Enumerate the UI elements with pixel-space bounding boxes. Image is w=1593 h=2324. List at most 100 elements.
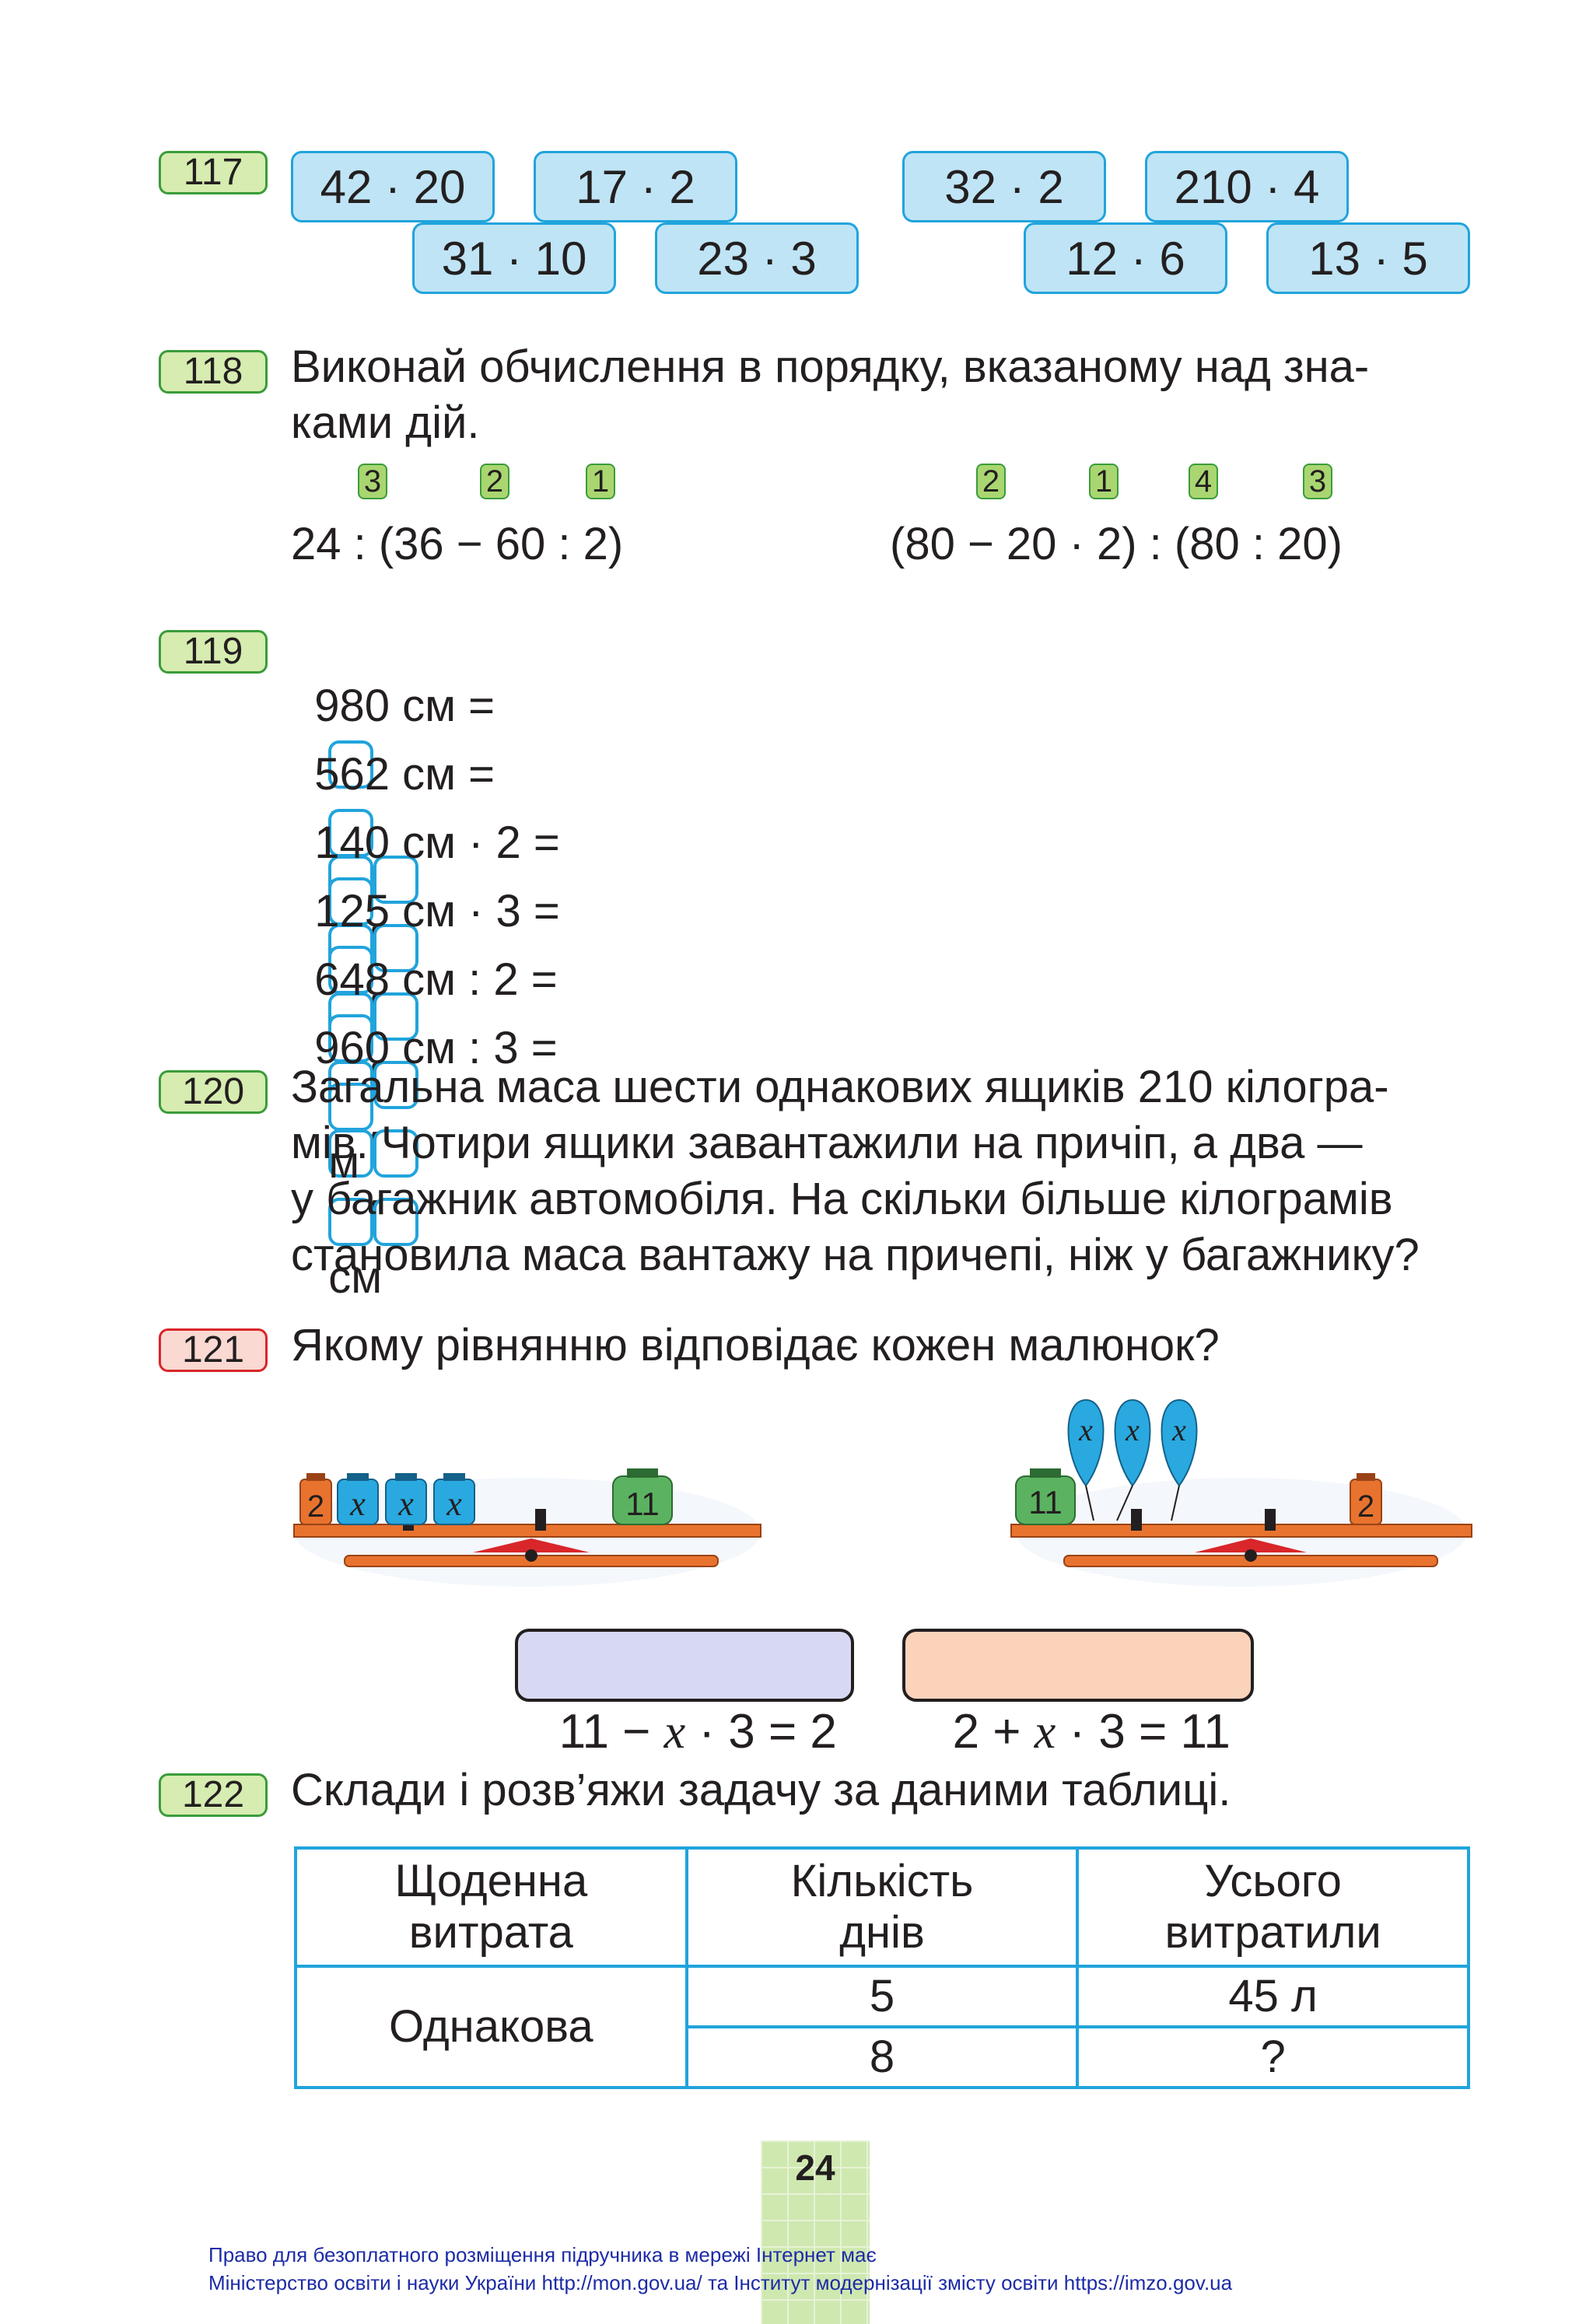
weight-x: x	[385, 1473, 427, 1525]
balloon-x: x	[1161, 1398, 1198, 1521]
weight-label: x	[349, 1485, 366, 1523]
equation-variable: x	[663, 1706, 686, 1759]
page-number: 24	[795, 2147, 835, 2188]
conversion-row: 140 см · 2 = м см	[289, 756, 560, 1097]
conversion-row: 125 см · 3 = м см	[289, 824, 560, 1166]
task-text: мів. Чотири ящики завантажили на причіп,…	[291, 1118, 1363, 1168]
equation-box-1: 11 − x · 3 = 2	[515, 1629, 854, 1759]
header-line: Кількість	[790, 1856, 974, 1906]
equation-box-2: 2 + x · 3 = 11	[902, 1629, 1254, 1759]
footer-line: Право для безоплатного розміщення підруч…	[208, 2243, 877, 2266]
weight-label: x	[397, 1485, 414, 1523]
weight-label: x	[446, 1485, 462, 1523]
answer-box-m[interactable]	[328, 946, 374, 995]
answer-box-cm-ones[interactable]	[373, 1129, 419, 1178]
equation-part: · 3 = 2	[685, 1705, 837, 1759]
equation-part: · 3 = 11	[1056, 1705, 1231, 1759]
expression-box: 210 · 4	[1145, 151, 1349, 222]
weight-11: 11	[612, 1468, 673, 1525]
balloon-label: x	[1078, 1412, 1093, 1447]
answer-box-m[interactable]	[328, 809, 374, 858]
weight-2: 2	[299, 1473, 332, 1525]
conversion-row: 980 см = м см	[289, 619, 495, 961]
balance-scale-2: x x x 11 2	[1010, 1398, 1472, 1587]
conversion-expression: 648 см : 2 =	[314, 954, 558, 1005]
balloon-label: x	[1125, 1412, 1140, 1447]
balloon-x: x	[1114, 1398, 1151, 1521]
expression: (80 − 20 · 2) : (80 : 20)	[890, 519, 1343, 569]
weight-label: 11	[625, 1486, 660, 1522]
balance-scale-1: 2 x x x 11	[293, 1468, 761, 1587]
answer-box-cm-ones[interactable]	[373, 856, 419, 905]
answer-box-cm-ones[interactable]	[373, 1061, 419, 1110]
task-text: Якому рівнянню відповідає кожен малюнок?	[291, 1320, 1220, 1370]
order-mark: 3	[358, 464, 387, 499]
table-cell: Однакова	[294, 1965, 688, 2089]
task-text: Склади і розв’яжи задачу за даними табли…	[291, 1765, 1231, 1815]
task-text: Виконай обчислення в порядку, вказаному …	[291, 341, 1370, 392]
weight-label: 11	[1028, 1484, 1063, 1521]
task-number-117: 117	[159, 151, 268, 194]
expression-box: 12 · 6	[1024, 222, 1227, 294]
expression: 24 : (36 − 60 : 2)	[291, 519, 624, 569]
answer-box-m[interactable]	[328, 877, 374, 926]
table-header: Усього витратили	[1076, 1846, 1470, 1968]
conversion-expression: 140 см · 2 =	[314, 817, 560, 868]
header-line: днів	[839, 1907, 925, 1958]
answer-box-m[interactable]	[328, 1014, 374, 1063]
task-text: у багажник автомобіля. На скільки більше…	[291, 1174, 1393, 1224]
expression-box: 23 · 3	[655, 222, 859, 294]
answer-box-cm-ones[interactable]	[373, 992, 419, 1041]
order-mark: 1	[1089, 464, 1119, 499]
task-number-118: 118	[159, 350, 268, 394]
weight-x: x	[433, 1473, 475, 1525]
weight-2: 2	[1350, 1473, 1382, 1525]
conversion-row: 562 см = м см	[289, 688, 495, 1029]
weight-label: 2	[1357, 1489, 1374, 1524]
header-line: витрата	[408, 1907, 573, 1958]
equation-part: 2 +	[952, 1705, 1035, 1759]
table-cell: 45 л	[1076, 1965, 1470, 2028]
answer-box-cm-tens[interactable]	[328, 1198, 374, 1247]
page-number-box: 24	[761, 2140, 870, 2324]
weight-11: 11	[1015, 1468, 1076, 1525]
balloon-label: x	[1171, 1412, 1186, 1447]
task-number-122: 122	[159, 1773, 268, 1817]
conversion-expression: 562 см =	[314, 748, 495, 800]
conversion-expression: 960 см : 3 =	[314, 1022, 558, 1073]
order-mark: 2	[480, 464, 509, 499]
answer-box-m[interactable]	[328, 1083, 374, 1132]
data-table: Щоденна витрата Кількість днів Усього ви…	[294, 1846, 1470, 2089]
unit-m: м	[328, 1137, 360, 1188]
task-text: Загальна маса шести однакових ящиків 210…	[291, 1062, 1389, 1112]
equation-variable: x	[1034, 1706, 1056, 1759]
task-text: становила маса вантажу на причепі, ніж у…	[291, 1230, 1420, 1280]
expression-box: 32 · 2	[902, 151, 1106, 222]
expression-box: 31 · 10	[412, 222, 616, 294]
table-header-row: Щоденна витрата Кількість днів Усього ви…	[294, 1846, 1470, 1968]
task-number-120: 120	[159, 1070, 268, 1114]
answer-box-m[interactable]	[328, 740, 374, 789]
order-mark: 2	[976, 464, 1006, 499]
order-mark: 3	[1303, 464, 1332, 499]
table-header: Щоденна витрата	[294, 1846, 688, 1968]
task-number-121: 121	[159, 1328, 268, 1372]
answer-box-cm-ones[interactable]	[373, 1198, 419, 1247]
table-row: Однакова 5 45 л	[294, 1965, 1470, 2089]
weight-x: x	[337, 1473, 379, 1525]
weight-label: 2	[307, 1489, 324, 1524]
table-cell: 5	[684, 1965, 1080, 2028]
table-cell: ?	[1076, 2025, 1470, 2089]
table-header: Кількість днів	[684, 1846, 1080, 1968]
footer-line: Міністерство освіти і науки України http…	[208, 2271, 1233, 2294]
conversion-row: 648 см : 2 = м см	[289, 893, 557, 1234]
answer-box-cm-tens[interactable]	[328, 1129, 374, 1178]
expression-box: 13 · 5	[1266, 222, 1470, 294]
equation-part: 11 −	[558, 1705, 664, 1759]
order-mark: 4	[1189, 464, 1218, 499]
table-cell: 8	[684, 2025, 1080, 2089]
conversion-expression: 980 см =	[314, 680, 495, 731]
order-mark: 1	[586, 464, 615, 499]
answer-box-cm-ones[interactable]	[373, 924, 419, 973]
expression-box: 42 · 20	[291, 151, 495, 222]
